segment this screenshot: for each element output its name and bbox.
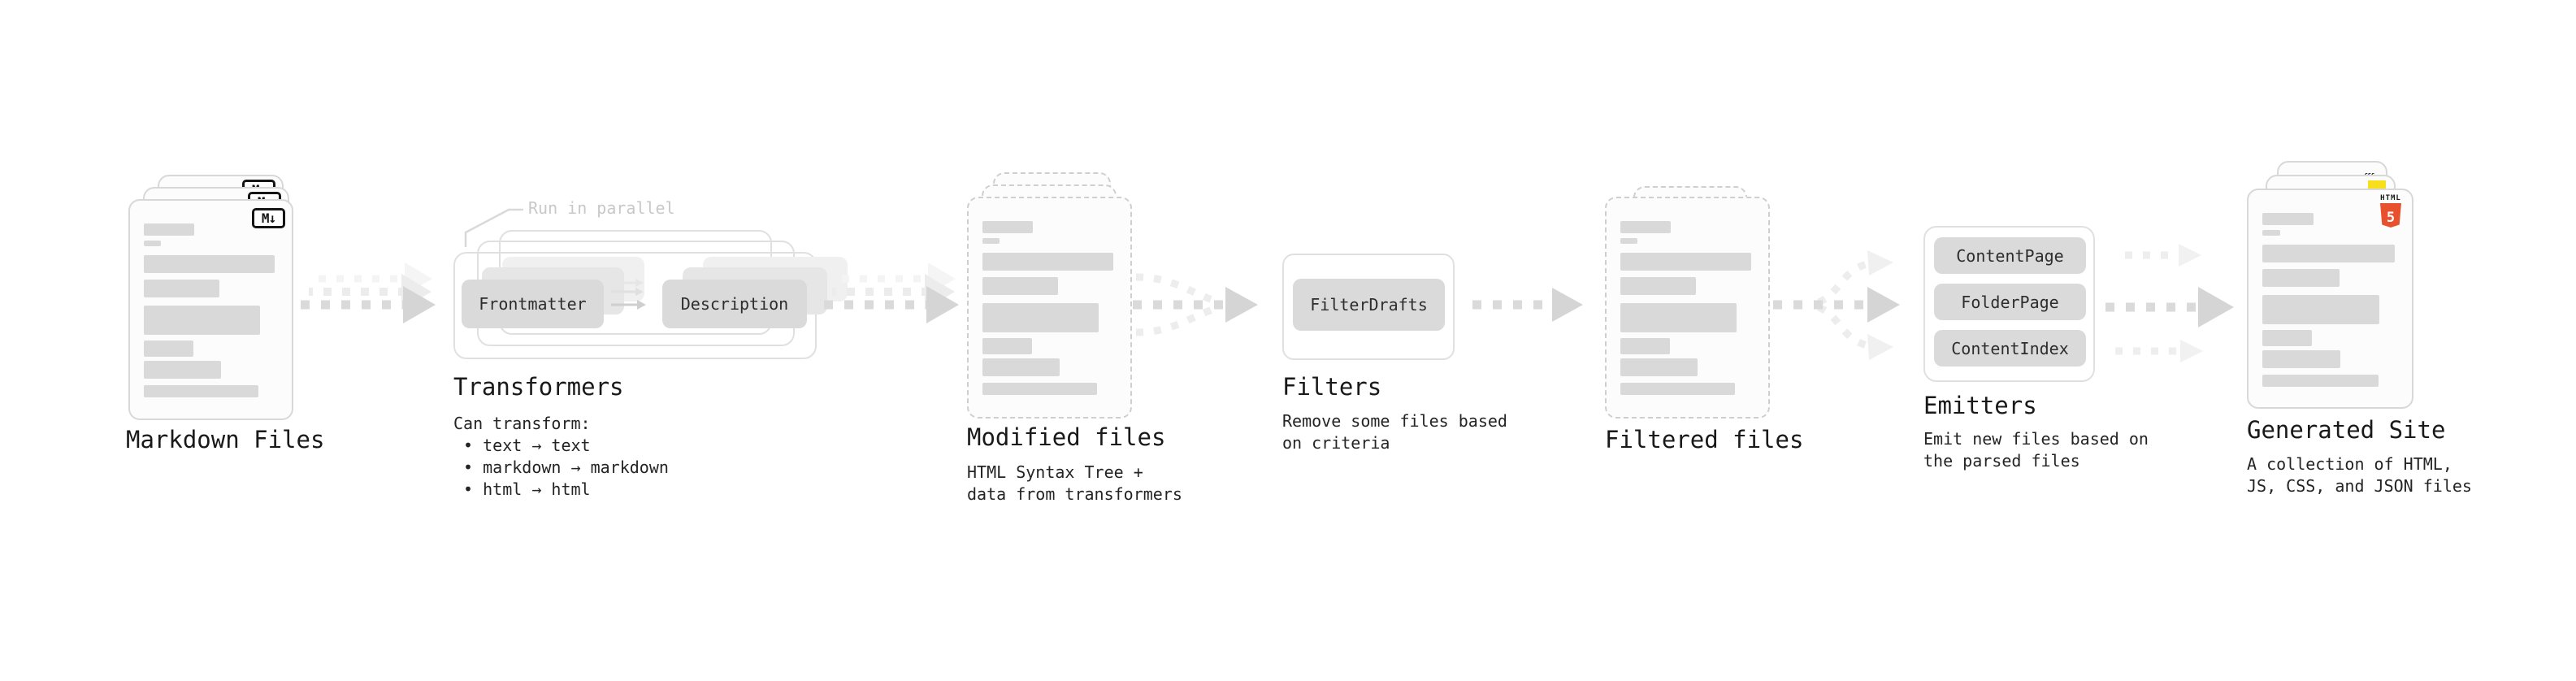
html5-word: HTML	[2380, 194, 2401, 202]
text-placeholder-bar	[982, 253, 1113, 271]
stage-label-emitters: Emitters	[1923, 392, 2037, 419]
svg-text:5: 5	[2387, 210, 2395, 226]
arrow-markdown-to-transformers	[299, 240, 441, 334]
stage-sublabel-emitters: Emit new files based on the parsed files	[1923, 429, 2149, 471]
text-placeholder-bar	[982, 383, 1098, 395]
text-placeholder-bar	[1620, 358, 1698, 376]
markdown-icon: M↓	[252, 208, 285, 228]
text-placeholder-bar	[2262, 295, 2380, 324]
text-placeholder-bar	[2262, 269, 2340, 287]
transformer-parallel-arrows	[609, 276, 653, 315]
text-placeholder-bar	[144, 306, 260, 335]
split-arrow-filtered-to-emitters	[1772, 236, 1916, 379]
emitters-frame	[1923, 226, 2095, 382]
text-placeholder-bar	[2262, 330, 2313, 346]
merge-arrow-modified-to-filters	[1131, 256, 1271, 358]
text-placeholder-bar	[2262, 245, 2395, 262]
text-placeholder-bar	[144, 340, 193, 357]
text-placeholder-bar	[1620, 238, 1638, 244]
emitter-pill-contentpage: ContentPage	[1934, 237, 2086, 274]
html5-shield: 5	[2380, 203, 2401, 228]
run-in-parallel-annotation: Run in parallel	[528, 198, 675, 218]
text-placeholder-bar	[1620, 383, 1736, 395]
stage-label-filters: Filters	[1282, 373, 1382, 401]
text-placeholder-bar	[2262, 375, 2379, 387]
file-card-front: M↓	[128, 199, 293, 420]
file-card-front	[967, 197, 1132, 419]
document-placeholder-lines	[1607, 198, 1768, 395]
document-placeholder-lines	[969, 198, 1130, 395]
modified-files-stack	[967, 172, 1132, 419]
text-placeholder-bar	[982, 221, 1034, 233]
text-placeholder-bar	[982, 338, 1032, 354]
text-placeholder-bar	[2262, 213, 2314, 225]
text-placeholder-bar	[1620, 277, 1697, 295]
markdown-files-stack: M↓ M↓ M↓	[128, 175, 293, 420]
text-placeholder-bar	[982, 303, 1099, 332]
arrow-transformers-to-modified	[822, 240, 965, 334]
transformer-pill-description: Description	[662, 280, 807, 328]
text-placeholder-bar	[144, 223, 195, 236]
filters-frame	[1282, 254, 1455, 360]
text-placeholder-bar	[982, 358, 1060, 376]
text-placeholder-bar	[982, 238, 1000, 244]
text-placeholder-bar	[144, 255, 275, 273]
stage-label-markdown-files: Markdown Files	[126, 426, 325, 453]
text-placeholder-bar	[1620, 253, 1751, 271]
stage-sublabel-generated-site: A collection of HTML, JS, CSS, and JSON …	[2247, 454, 2472, 496]
text-placeholder-bar	[982, 277, 1059, 295]
emitter-pill-contentindex: ContentIndex	[1934, 330, 2086, 367]
text-placeholder-bar	[2262, 350, 2341, 368]
text-placeholder-bar	[144, 361, 222, 379]
stage-sublabel-filters: Remove some files based on criteria	[1282, 411, 1507, 453]
text-placeholder-bar	[1620, 338, 1670, 354]
text-placeholder-bar	[144, 241, 162, 246]
stage-label-transformers: Transformers	[453, 373, 624, 401]
document-placeholder-lines	[130, 201, 292, 397]
stage-label-modified-files: Modified files	[967, 423, 1166, 451]
text-placeholder-bar	[1620, 221, 1672, 233]
stage-label-generated-site: Generated Site	[2247, 416, 2446, 444]
file-card-front	[1605, 197, 1770, 419]
generated-site-stack: CSS HTML 5	[2247, 161, 2413, 409]
transformer-pill-frontmatter: Frontmatter	[462, 280, 604, 328]
file-card-front: HTML 5	[2247, 189, 2413, 409]
arrows-emitters-to-generated	[2101, 242, 2240, 369]
text-placeholder-bar	[1620, 303, 1737, 332]
filter-pill-filterdrafts: FilterDrafts	[1293, 279, 1445, 331]
emitter-pill-folderpage: FolderPage	[1934, 284, 2086, 320]
text-placeholder-bar	[144, 385, 259, 397]
filtered-files-stack	[1605, 186, 1770, 419]
stage-sublabel-modified-files: HTML Syntax Tree + data from transformer…	[967, 462, 1182, 504]
text-placeholder-bar	[144, 280, 220, 297]
text-placeholder-bar	[2262, 230, 2280, 236]
run-in-parallel-callout-line	[458, 198, 532, 254]
stage-label-filtered-files: Filtered files	[1605, 426, 1804, 453]
js-icon	[2368, 180, 2386, 189]
html5-icon: HTML 5	[2374, 194, 2407, 228]
document-placeholder-lines	[2249, 190, 2412, 387]
arrow-filters-to-filtered	[1469, 268, 1591, 345]
stage-sublabel-transformers: Can transform: • text → text • markdown …	[453, 414, 669, 499]
